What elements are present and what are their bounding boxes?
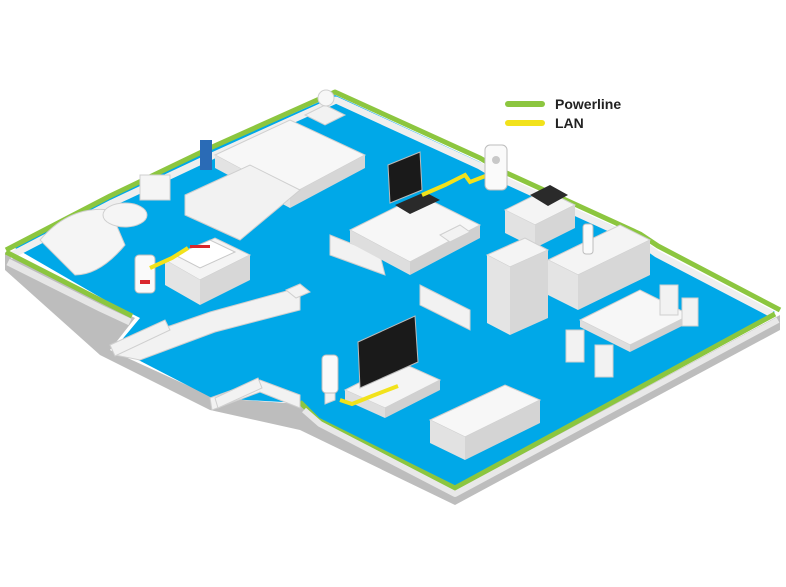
router-cabinet: [163, 237, 252, 305]
toilet: [102, 202, 148, 228]
powerline-swatch: [505, 100, 545, 107]
printer-cabinet: [503, 185, 577, 248]
lamp-icon: [317, 89, 335, 107]
chair-icon: [681, 297, 699, 327]
chair-icon: [439, 224, 471, 243]
powerline-adapter-router: [134, 254, 156, 294]
legend-item-powerline: Powerline: [505, 94, 621, 113]
lan-cable-router: [149, 246, 190, 270]
hallway-walls: [109, 319, 263, 409]
kitchen-cabinets: [485, 224, 652, 335]
building-base: [5, 252, 780, 505]
lan-swatch: [505, 119, 545, 126]
legend-label: Powerline: [555, 95, 622, 112]
chair-icon: [594, 344, 614, 378]
dining-table: [565, 284, 699, 378]
nightstand: [303, 104, 347, 126]
tv-icon: [357, 315, 419, 389]
monitor-icon: [387, 151, 423, 204]
laptop-icon: [395, 192, 440, 214]
dect-phone-icon: [582, 223, 594, 255]
powerline-adapter-living: [321, 354, 339, 394]
lan-cable-tv: [339, 384, 399, 407]
legend-item-lan: LAN: [505, 113, 621, 132]
office-desk: [348, 151, 482, 275]
powerline-adapter-office: [484, 144, 508, 191]
lan-cable-desk: [421, 172, 489, 197]
chair-icon: [565, 329, 585, 363]
printer-icon: [530, 185, 568, 206]
chair-icon: [659, 284, 679, 316]
bathroom: [39, 174, 171, 276]
legend-label: LAN: [555, 114, 584, 131]
bedroom: [184, 89, 367, 241]
dresser: [184, 164, 301, 241]
sink: [139, 174, 171, 201]
interior-walls: [114, 234, 471, 411]
tv-area: [343, 315, 442, 418]
legend: Powerline LAN: [505, 94, 621, 132]
powerline-adapter-bedroom: [200, 140, 212, 170]
sofa: [428, 384, 542, 460]
